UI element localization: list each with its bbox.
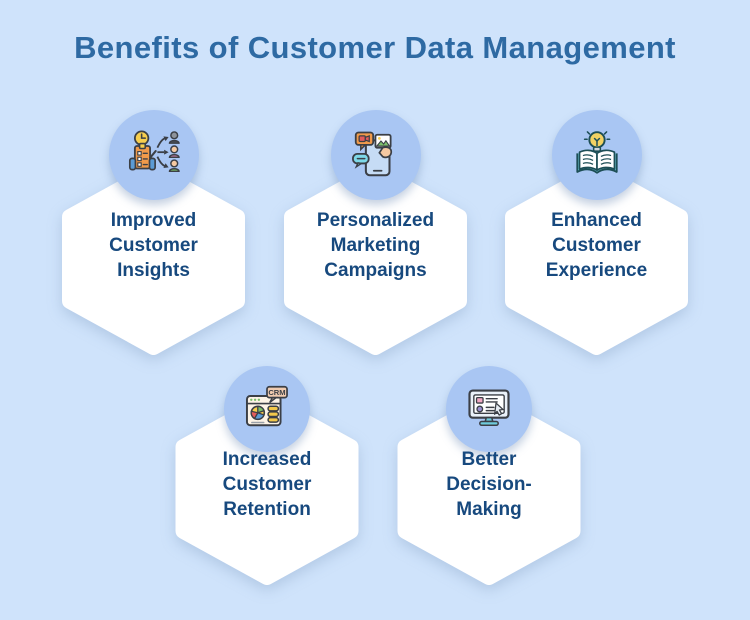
icon-badge [330, 110, 421, 200]
crm-icon-text: CRM [268, 388, 285, 397]
hexagon-shape [284, 163, 467, 355]
icon-badge [446, 366, 532, 452]
benefit-label: Better Decision- Making [446, 449, 532, 520]
benefit-label: Personalized Marketing Campaigns [316, 210, 435, 281]
benefit-card-personalized-marketing-campaigns: Personalized Marketing Campaigns [284, 110, 467, 360]
hexagon-shape [397, 393, 581, 585]
decision-making-icon [468, 389, 510, 427]
benefit-card-increased-customer-retention: CRM Increased Customer Retention [175, 364, 359, 614]
hexagon-shape [62, 163, 245, 355]
marketing-campaigns-icon [351, 131, 392, 177]
benefit-card-improved-customer-insights: Improved Customer Insights [62, 110, 245, 360]
page-title: Benefits of Customer Data Management [74, 30, 676, 65]
hexagon-shape [505, 163, 688, 355]
benefit-label: Improved Customer Insights [109, 210, 198, 281]
hexagon-shape [175, 393, 359, 585]
benefit-card-better-decision-making: Better Decision- Making [397, 364, 581, 614]
customer-insights-icon [128, 130, 180, 173]
benefit-label: Enhanced Customer Experience [545, 210, 648, 281]
icon-badge [551, 110, 642, 200]
icon-badge: CRM [224, 366, 310, 452]
icon-badge [108, 110, 199, 200]
customer-retention-icon: CRM [245, 385, 288, 427]
customer-experience-icon [575, 131, 618, 174]
benefit-card-enhanced-customer-experience: Enhanced Customer Experience [505, 110, 688, 360]
benefit-label: Increased Customer Retention [222, 449, 312, 520]
